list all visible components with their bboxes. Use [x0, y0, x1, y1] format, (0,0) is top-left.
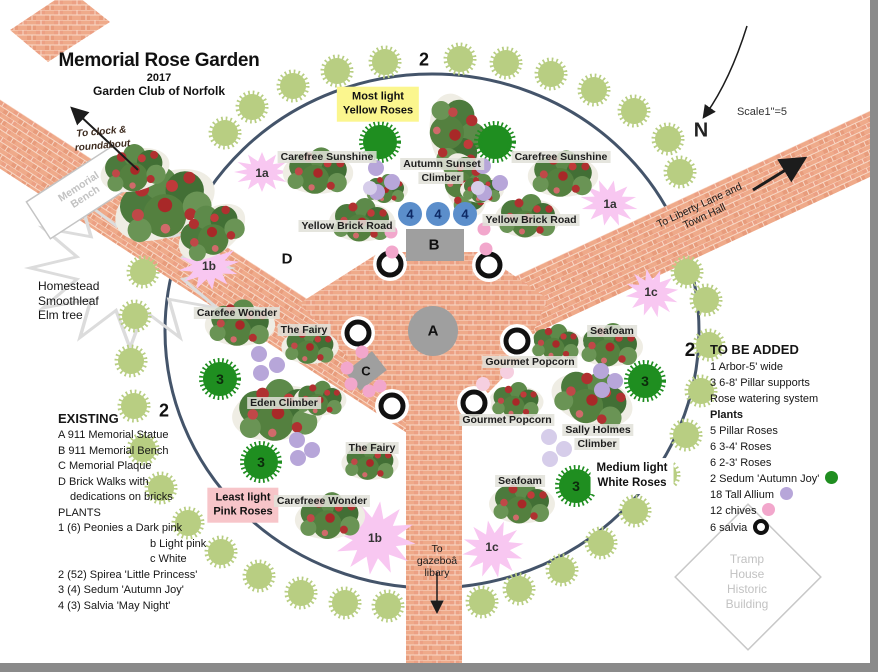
tramp-house-outline: [674, 503, 822, 651]
marker-2-left: 2: [158, 400, 170, 421]
page-title: Memorial Rose Garden: [58, 50, 260, 71]
label-yellow-brick-road-right: Yellow Brick Road: [482, 214, 580, 226]
sedum-legend-dot: [825, 471, 839, 484]
label-eden-climber: Eden Climber: [247, 397, 321, 409]
north-arrow: [702, 25, 748, 119]
to-gazebo-label: To gazeboâ libary: [416, 543, 458, 579]
salvia-legend-dot: [753, 519, 770, 535]
to-clock-label: To clock & roundabout: [74, 124, 131, 154]
marker-3-3: 3: [641, 373, 649, 389]
label-carefreee-wonder: Carefreee Wonder: [273, 495, 371, 507]
marker-4-1: 4: [406, 206, 414, 222]
to-be-added-legend: TO BE ADDED 1 Arbor-5' wide 3 6-8' Pilla…: [710, 341, 839, 536]
marker-c: C: [361, 363, 371, 379]
label-carefree-sunshine-right: Carefree Sunshine: [511, 151, 611, 163]
plan-club: Garden Club of Norfolk: [92, 84, 225, 98]
marker-3-1: 3: [216, 371, 224, 387]
label-autumn-sunset: Autumn Sunset: [400, 158, 484, 170]
elm-tree-label: Homestead Smoothleaf Elm tree: [38, 279, 100, 322]
label-the-fairy-lower: The Fairy: [345, 442, 399, 454]
label-autumn-sunset-climber: Climber: [418, 172, 464, 184]
north-label: N: [693, 119, 709, 142]
marker-1b-bottom: 1b: [367, 531, 383, 545]
marker-1c-bottom: 1c: [485, 540, 499, 554]
to-be-added-badge: 2: [684, 340, 696, 361]
plan-year: 2017: [146, 72, 172, 84]
tramp-house-label: Tramp House Historic Building: [725, 552, 769, 611]
existing-heading: EXISTING: [58, 411, 119, 426]
allium-dots: [251, 158, 623, 467]
label-sally-holmes: Sally Holmes: [562, 424, 634, 436]
to-clock-arrow: [70, 106, 139, 171]
salvia-rings: [341, 247, 534, 423]
label-carefree-sunshine-left: Carefree Sunshine: [277, 151, 377, 163]
scale-label: Scale1"=5: [736, 106, 788, 118]
window-edge-bottom: [0, 663, 878, 672]
chives-legend-dot: [762, 503, 776, 516]
memorial-structures: [345, 229, 464, 391]
marker-4-2: 4: [434, 206, 442, 222]
to-be-added-heading: TO BE ADDED: [710, 342, 799, 357]
allium-legend-dot: [780, 487, 793, 500]
least-light-box: Least light Pink Roses: [207, 487, 279, 523]
marker-a: A: [427, 322, 439, 340]
marker-d: D: [281, 250, 293, 268]
medium-light-box: Medium light White Roses: [590, 458, 674, 494]
label-seafoam-bottom: Seafoam: [495, 475, 545, 487]
marker-3-4: 3: [572, 478, 580, 494]
chive-dots: [340, 222, 514, 398]
marker-4-3: 4: [461, 206, 469, 222]
marker-1a-left: 1a: [255, 166, 269, 180]
label-seafoam-right: Seafoam: [587, 325, 637, 337]
label-gourmet-popcorn-lower: Gourmet Popcorn: [459, 414, 555, 426]
label-gourmet-popcorn-upper: Gourmet Popcorn: [482, 356, 578, 368]
existing-legend: EXISTING A 911 Memorial Statue B 911 Mem…: [58, 411, 207, 612]
to-liberty-arrow: [752, 156, 808, 192]
marker-1c-right: 1c: [644, 285, 658, 299]
most-light-box: Most light Yellow Roses: [336, 86, 420, 122]
label-sally-holmes-climber: Climber: [574, 438, 620, 450]
marker-1b-left: 1b: [201, 259, 217, 273]
label-carefee-wonder: Carefee Wonder: [193, 307, 281, 319]
salvia-may-night-markers: [398, 202, 477, 226]
marker-3-2: 3: [257, 454, 265, 470]
marker-b: B: [428, 236, 440, 254]
label-the-fairy-upper: The Fairy: [277, 324, 331, 336]
window-edge-right: [870, 0, 878, 672]
marker-1a-right: 1a: [603, 197, 617, 211]
plan-title-block: Memorial Rose Garden 2017 Garden Club of…: [59, 50, 260, 98]
label-yellow-brick-road-left: Yellow Brick Road: [298, 220, 396, 232]
marker-2-top: 2: [418, 49, 430, 70]
